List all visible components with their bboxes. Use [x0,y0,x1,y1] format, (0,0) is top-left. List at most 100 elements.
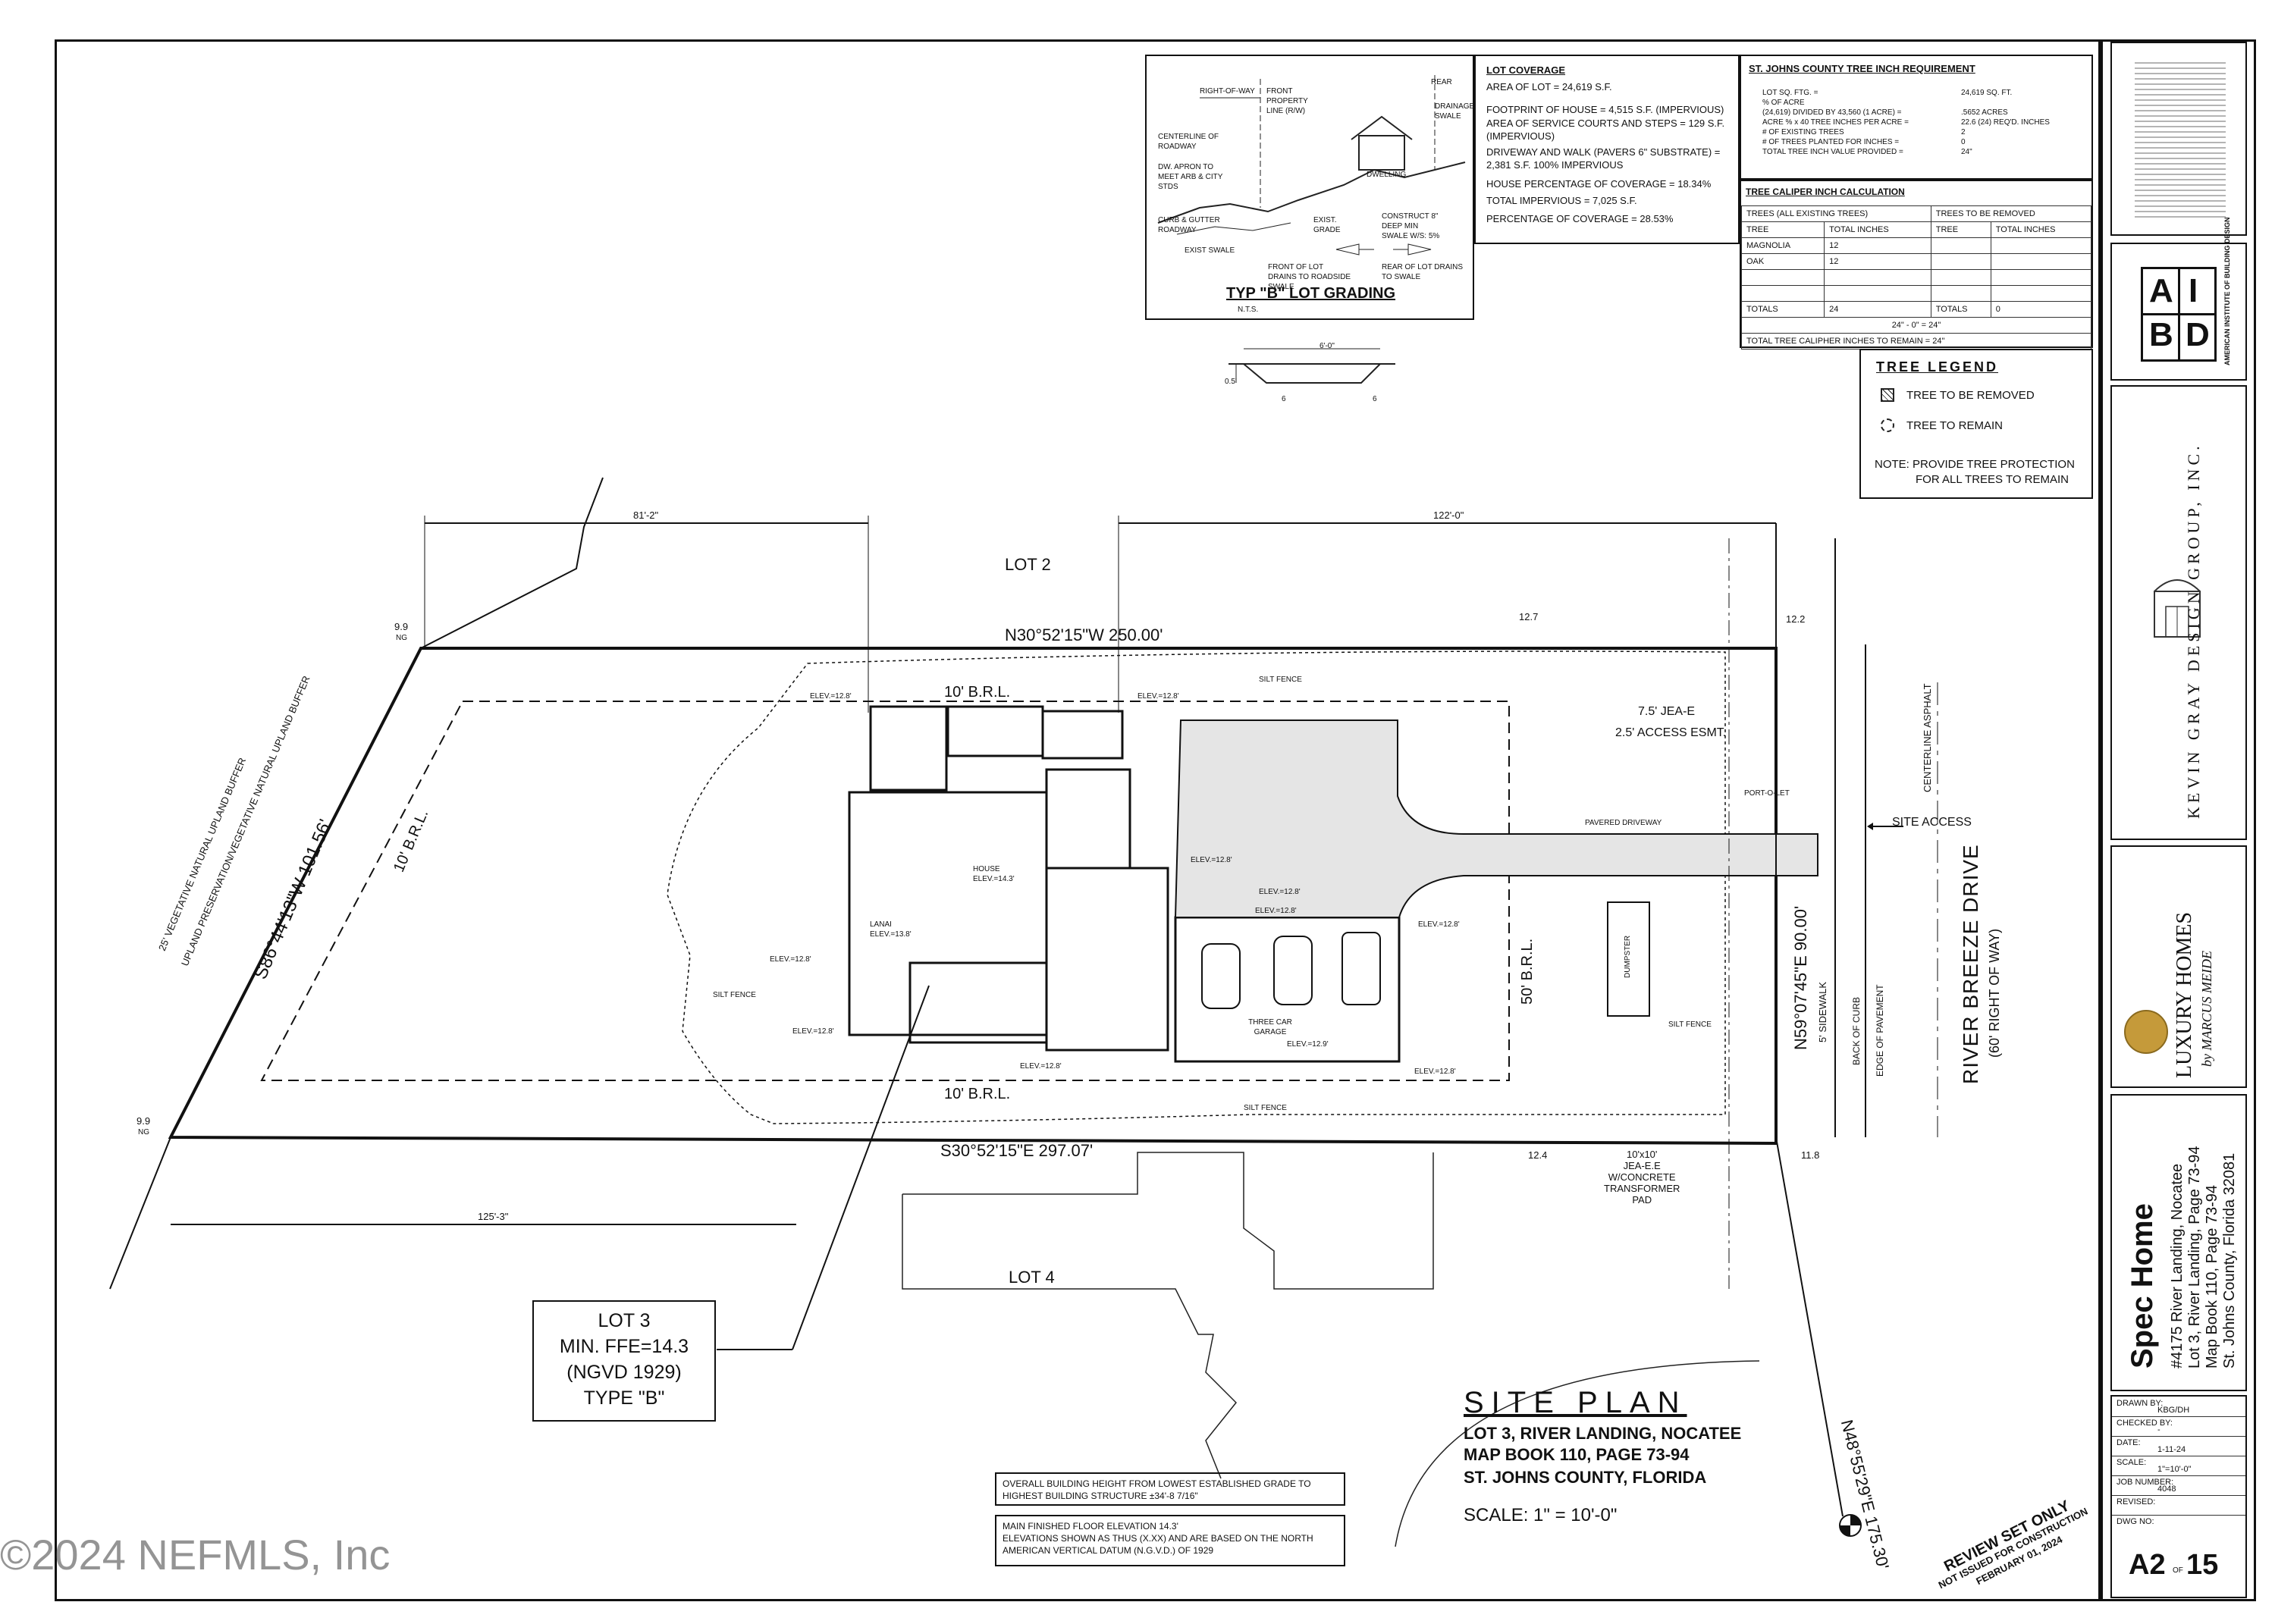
site-plan-drawing [109,477,1938,1547]
tree-inch-row: ACRE % x 40 TREE INCHES PER ACRE = [1762,118,1909,127]
caliper-table: TREES (ALL EXISTING TREES) TREES TO BE R… [1740,205,2092,350]
north-line-bearing: N30°52'15"W 250.00' [1005,625,1163,644]
grading-label-rear: REAR [1431,78,1452,86]
dwg-no-label: DWG NO: [2117,1517,2154,1526]
caliper-remain: TOTAL TREE CALIPHER INCHES TO REMAIN = 2… [1741,333,2091,350]
grading-label-front: FRONT PROPERTY LINE (R/W) [1266,87,1308,115]
aibd-letter-i: I [2189,272,2198,309]
silt-fence-label: SILT FENCE [713,991,756,999]
corner-elev: 12.2 [1786,613,1806,625]
kevin-gray-name: KEVIN GRAY DESIGN GROUP, INC. [2184,442,2203,819]
elevation-note-2: ELEVATIONS SHOWN AS THUS (X.XX) AND ARE … [1003,1533,1313,1556]
silt-fence-label: SILT FENCE [1668,1020,1712,1029]
legend-title: TREE LEGEND [1876,359,1999,375]
date-label: DATE: [2117,1438,2141,1447]
swale-section-detail [1228,348,1395,384]
project-addr1: #4175 River Landing, Nocatee [2169,1163,2186,1368]
grading-label-front-drain: FRONT OF LOT DRAINS TO ROADSIDE SWALE [1268,263,1351,291]
checked-by-label: CHECKED BY: [2117,1419,2173,1428]
coverage-line: TOTAL IMPERVIOUS = 7,025 S.F. [1486,195,1637,206]
tree-inch-value: 24" [1961,148,1972,156]
grading-label-dwelling: DWELLING [1367,171,1407,179]
legend-remove: TREE TO BE REMOVED [1906,389,2035,402]
south-line-bearing: S30°52'15"E 297.07' [940,1141,1094,1160]
house-elev-label: HOUSE ELEV.=14.3' [973,865,1015,883]
tree-inch-value: .5652 ACRES [1961,108,2008,117]
elev-callout: ELEV.=12.8' [1191,856,1232,864]
corner-elev: 12.4 [1528,1149,1548,1161]
elevation-note-box: MAIN FINISHED FLOOR ELEVATION 14.3' ELEV… [995,1515,1345,1566]
aibd-letter-b: B [2149,316,2173,353]
sheet-of: OF [2173,1566,2183,1575]
luxury-seal-icon [2124,1010,2168,1054]
job-number-value: 4048 [2157,1484,2176,1494]
aibd-logo-panel: A I B D AMERICAN INSTITUTE OF BUILDING D… [2110,218,2247,381]
tree-inch-box: ST. JOHNS COUNTY TREE INCH REQUIREMENT L… [1740,55,2093,180]
tree-inch-value: 22.6 (24) REQ'D. INCHES [1961,118,2050,127]
elev-callout: ELEV.=12.9' [1287,1040,1329,1049]
notice-panel [2110,42,2247,236]
corner-ng: NG [138,1128,149,1136]
access-easement: 2.5' ACCESS ESMT. [1615,726,1727,739]
silt-fence-label: SILT FENCE [1244,1104,1287,1112]
sheet-number: A2 [2129,1549,2166,1581]
scale-value: 1"=10'-0" [2157,1465,2192,1474]
lot-grading-nts: N.T.S. [1238,306,1259,314]
corner-ng: NG [396,634,407,642]
corner-elev: 9.9 [394,621,409,632]
lot-3-title: LOT 3 [598,1310,651,1331]
tree-caliper-box: TREE CALIPER INCH CALCULATION TREES (ALL… [1740,180,2093,350]
kevin-gray-logo [2154,579,2201,638]
tree-inch-row: (24,619) DIVIDED BY 43,560 (1 ACRE) = [1762,108,1902,117]
luxury-homes-title: LUXURY HOMES [2173,911,2196,1078]
elev-callout: ELEV.=12.8' [1414,1068,1456,1076]
lot-3-type: TYPE "B" [583,1387,665,1409]
elev-callout: ELEV.=12.8' [1020,1062,1062,1071]
road-name: RIVER BREEZE DRIVE [1959,844,1982,1084]
tree-legend-box: TREE LEGEND TREE TO BE REMOVED TREE TO R… [1859,349,2093,499]
sheet-border [55,39,2101,1601]
elev-callout: ELEV.=12.8' [810,692,852,701]
corner-elev: 11.8 [1801,1149,1820,1161]
grading-label-row: RIGHT-OF-WAY [1200,87,1255,96]
corner-elev: 9.9 [136,1115,151,1127]
project-addr4: St. Johns County, Florida 32081 [2221,1152,2238,1368]
tree-remove-icon [1881,388,1894,402]
height-note: OVERALL BUILDING HEIGHT FROM LOWEST ESTA… [1003,1478,1311,1501]
title-block-frame [2101,39,2256,1601]
elev-callout: ELEV.=12.8' [1255,907,1297,915]
lot-grading-title: TYP "B" LOT GRADING [1226,285,1396,302]
drawn-by-label: DRAWN BY: [2117,1399,2164,1408]
brl-top: 10' B.R.L. [944,684,1011,701]
tree-inch-value: 24,619 SQ. FT. [1961,89,2013,97]
swale-width: 6'-0" [1320,342,1335,350]
porta-label: PORT-O-LET [1744,789,1790,798]
notice-text-block [2135,58,2226,218]
lot-boundary [168,647,1778,1146]
project-addr3: Map Book 110, Page 73-94 [2204,1184,2220,1368]
drawn-by-value: KBG/DH [2157,1406,2190,1415]
tree-inch-value: 0 [1961,138,1966,146]
grading-label-swale: DRAINAGE SWALE [1435,102,1475,121]
corner-elev: 12.7 [1519,611,1539,622]
sheet-total: 15 [2186,1549,2219,1581]
transformer-label: 10'x10' JEA-E.E W/CONCRETE TRANSFORMER P… [1604,1149,1680,1205]
legend-note2: FOR ALL TREES TO REMAIN [1916,473,2069,486]
dumpster-label: DUMPSTER [1624,935,1632,978]
date-value: 1-11-24 [2157,1445,2186,1454]
elev-callout: ELEV.=12.8' [770,955,811,964]
elevation-note-1: MAIN FINISHED FLOOR ELEVATION 14.3' [1003,1521,1178,1532]
tree-inch-title: ST. JOHNS COUNTY TREE INCH REQUIREMENT [1749,63,1975,74]
lot-3-box: LOT 3 MIN. FFE=14.3 (NGVD 1929) TYPE "B" [532,1300,716,1422]
lot-grading-drawing [1157,75,1466,256]
elev-callout: ELEV.=12.8' [1138,692,1179,701]
revised-label: REVISED: [2117,1497,2156,1506]
elev-callout: ELEV.=12.8' [1418,920,1460,929]
elev-callout: ELEV.=12.8' [1259,888,1301,896]
grading-label-construct: CONSTRUCT 8" DEEP MIN SWALE W/S: 5% [1382,212,1440,240]
grading-label-exist-grade: EXIST. GRADE [1313,216,1341,234]
silt-fence-label: SILT FENCE [1259,676,1302,684]
aibd-letter-a: A [2149,272,2173,309]
paver-driveway [1174,720,1818,918]
scale-label: SCALE: [2117,1458,2147,1467]
